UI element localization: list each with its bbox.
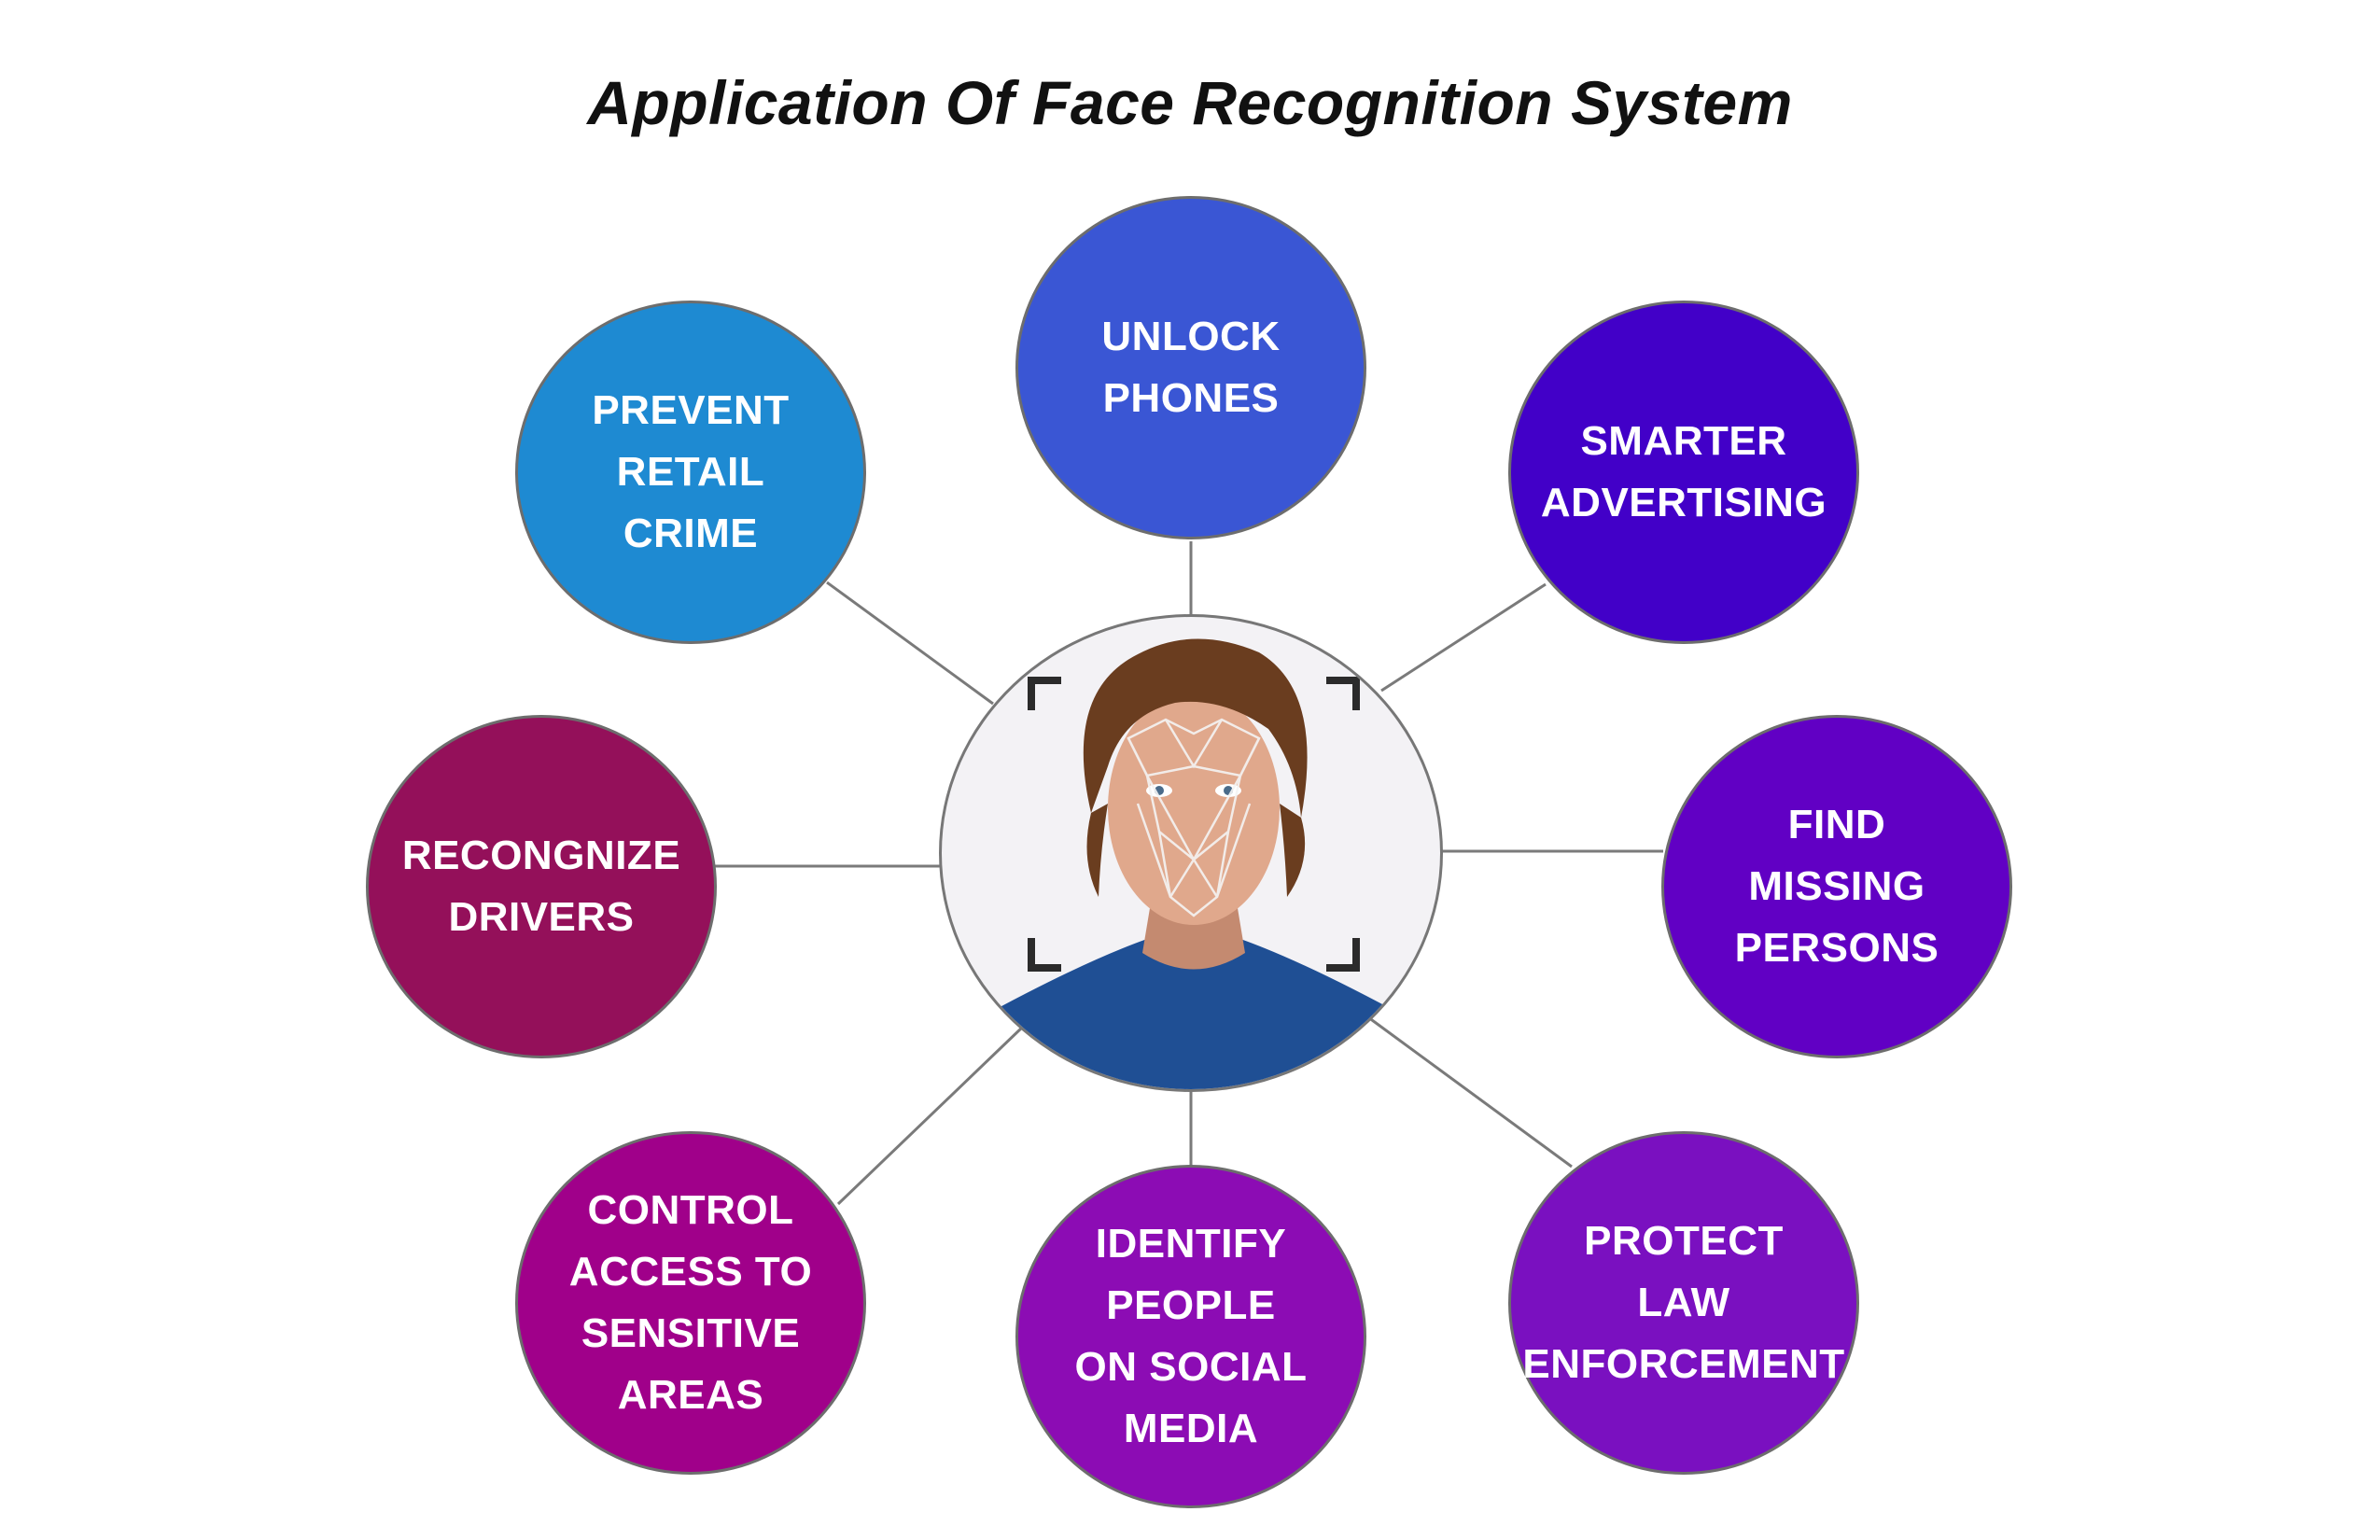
node-unlock-phones: UNLOCK PHONES [1015,196,1366,539]
face-recognition-portrait-icon [961,638,1426,1089]
diagram-title: Application Of Face Recognition System [587,68,1793,137]
node-prevent-retail-crime: PREVENT RETAIL CRIME [515,301,866,644]
node-find-missing-persons: FIND MISSING PERSONS [1661,715,2012,1058]
node-label-unlock-phones: UNLOCK PHONES [1101,314,1281,421]
connector-line-control-access [836,1025,1025,1206]
node-recongnize-drivers: RECONGNIZE DRIVERS [366,715,717,1058]
node-smarter-advertising: SMARTER ADVERTISING [1508,301,1859,644]
node-protect-law-enforcement: PROTECT LAW ENFORCEMENT [1508,1131,1859,1475]
connector-line-prevent-retail-crime [826,581,994,706]
center-face-circle [939,614,1443,1092]
node-label-find-missing-persons: FIND MISSING PERSONS [1734,802,1939,971]
node-label-recongnize-drivers: RECONGNIZE DRIVERS [401,833,681,940]
node-label-identify-people-on-social-media: IDENTIFY PEOPLE ON SOCIAL MEDIA [1074,1221,1308,1451]
node-label-protect-law-enforcement: PROTECT LAW ENFORCEMENT [1522,1218,1845,1387]
node-identify-people-on-social-media: IDENTIFY PEOPLE ON SOCIAL MEDIA [1015,1165,1366,1508]
node-label-smarter-advertising: SMARTER ADVERTISING [1540,418,1827,525]
connector-line-smarter-advertising [1380,582,1547,693]
node-label-control-access-to-sensitive-areas: CONTROL ACCESS TO SENSITIVE AREAS [568,1187,813,1418]
connector-line-protect-law-enforcement [1367,1015,1573,1169]
node-control-access-to-sensitive-areas: CONTROL ACCESS TO SENSITIVE AREAS [515,1131,866,1475]
node-label-prevent-retail-crime: PREVENT RETAIL CRIME [592,387,790,556]
